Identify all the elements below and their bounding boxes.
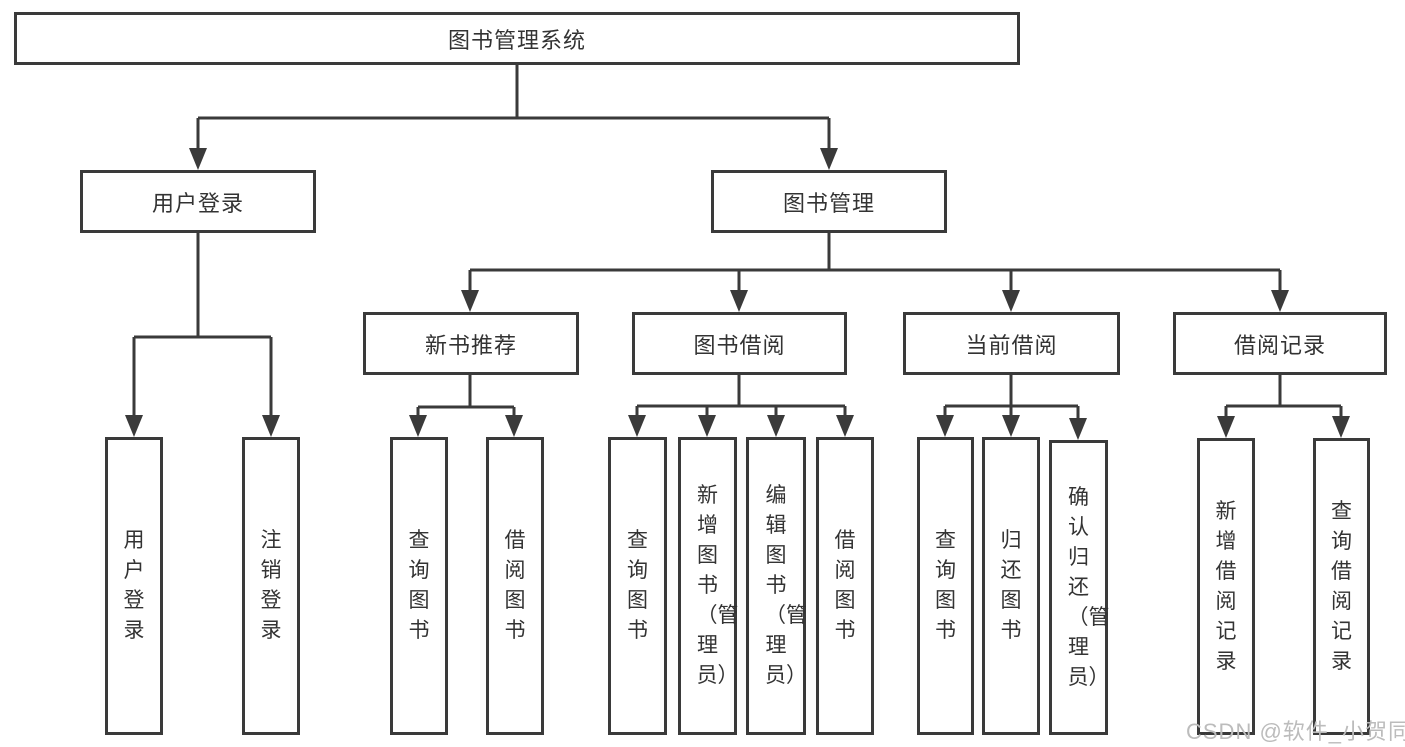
leaf-bb-edit-books-admin-label: 编辑图书（管理员） (765, 484, 807, 687)
leaf-bb-edit-books-admin: 编辑图书（管理员） (746, 437, 807, 735)
connector-root-to-level2 (196, 65, 831, 166)
node-current-borrowing-label: 当前借阅 (965, 332, 1058, 358)
leaf-logout: 注销登录 (242, 437, 300, 735)
leaf-br-add-record: 新增借阅记录 (1197, 438, 1255, 735)
node-root: 图书管理系统 (14, 12, 1020, 65)
node-book-borrowing: 图书借阅 (632, 312, 847, 375)
leaf-br-query-record: 查询借阅记录 (1313, 438, 1370, 735)
leaf-rec-borrow-books-label: 借阅图书 (504, 529, 526, 642)
leaf-rec-borrow-books: 借阅图书 (486, 437, 544, 735)
leaf-bb-query-books: 查询图书 (608, 437, 667, 735)
node-user-login-label: 用户登录 (151, 190, 244, 216)
leaf-logout-label: 注销登录 (260, 529, 282, 642)
leaf-cb-query-books: 查询图书 (917, 437, 974, 735)
node-current-borrowing: 当前借阅 (903, 312, 1120, 375)
node-book-management: 图书管理 (711, 170, 947, 233)
leaf-rec-query-books: 查询图书 (390, 437, 448, 735)
leaf-br-add-record-label: 新增借阅记录 (1215, 499, 1237, 673)
leaf-cb-return-books: 归还图书 (982, 437, 1040, 735)
leaf-user-login: 用户登录 (105, 437, 163, 735)
node-book-borrowing-label: 图书借阅 (693, 332, 786, 358)
leaf-bb-borrow-books-label: 借阅图书 (834, 529, 856, 642)
node-root-label: 图书管理系统 (447, 27, 586, 53)
leaf-br-query-record-label: 查询借阅记录 (1331, 499, 1352, 673)
connector-new-rec-children (416, 375, 516, 433)
leaf-bb-add-books-admin-label: 新增图书（管理员） (696, 484, 739, 687)
node-borrowing-records-label: 借阅记录 (1233, 332, 1326, 358)
leaf-user-login-label: 用户登录 (123, 529, 145, 642)
node-book-management-label: 图书管理 (782, 190, 875, 216)
leaf-cb-confirm-return-admin-label: 确认归还（管理员） (1067, 485, 1110, 689)
node-new-book-recommendation: 新书推荐 (363, 312, 579, 375)
connector-book-borrow-children (635, 375, 847, 433)
connector-records-children (1224, 375, 1343, 434)
leaf-cb-confirm-return-admin: 确认归还（管理员） (1049, 440, 1110, 735)
leaf-cb-query-books-label: 查询图书 (935, 529, 956, 642)
connector-book-mgmt-to-level3 (468, 233, 1282, 308)
leaf-bb-query-books-label: 查询图书 (627, 529, 648, 642)
arrowheads (125, 148, 1350, 440)
node-user-login: 用户登录 (80, 170, 316, 233)
node-borrowing-records: 借阅记录 (1173, 312, 1387, 375)
node-new-book-recommendation-label: 新书推荐 (424, 332, 517, 358)
leaf-cb-return-books-label: 归还图书 (1000, 529, 1022, 642)
leaf-bb-add-books-admin: 新增图书（管理员） (678, 437, 739, 735)
leaf-rec-query-books-label: 查询图书 (408, 529, 430, 642)
connector-user-login-children (132, 233, 273, 433)
leaf-bb-borrow-books: 借阅图书 (816, 437, 874, 735)
csdn-watermark: CSDN @软件_小贺同学 (1186, 719, 1405, 744)
